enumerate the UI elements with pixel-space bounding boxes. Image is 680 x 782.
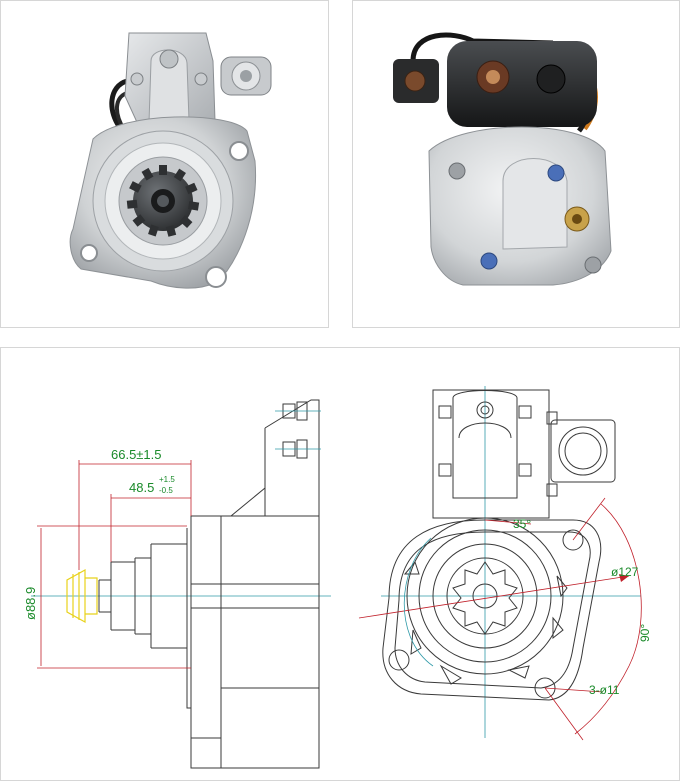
dim-holes: 3-ø11 (589, 683, 620, 697)
dim-length-b-tol-upper: +1.5 (159, 475, 175, 484)
dim-angle-small: 35° (513, 517, 531, 531)
rear-photo-panel (352, 0, 680, 328)
dim-bolt-circle: ø127 (611, 565, 639, 579)
side-view-dimensions (37, 460, 192, 669)
front-view (381, 386, 641, 738)
pinion-highlight (66, 568, 98, 624)
dim-length-b-tol-lower: -0.5 (159, 486, 173, 495)
starter-motor-rear-photo (393, 32, 612, 286)
dim-diameter: ø88.9 (23, 587, 38, 620)
dim-length-a: 66.5±1.5 (111, 447, 162, 462)
dimension-drawing: 66.5±1.5 48.5 +1.5 -0.5 ø88.9 (23, 386, 652, 769)
front-view-dimensions (358, 497, 642, 741)
dim-angle-large: 90° (638, 624, 652, 642)
front-photo-panel (0, 0, 329, 328)
technical-drawing-panel: 66.5±1.5 48.5 +1.5 -0.5 ø88.9 (0, 347, 680, 781)
dim-length-b: 48.5 (129, 480, 154, 495)
side-view (31, 399, 331, 769)
starter-motor-front-photo (69, 32, 272, 289)
